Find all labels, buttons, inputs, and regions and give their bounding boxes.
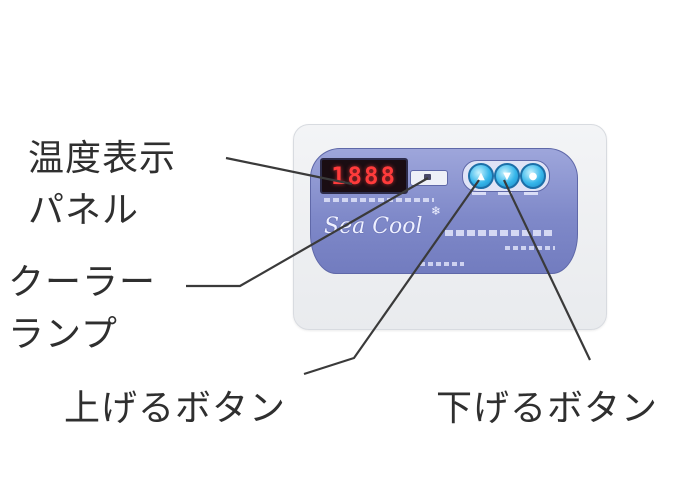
label-cooler-lamp-line2: ランプ bbox=[8, 314, 118, 355]
display-digits: 1888 bbox=[331, 162, 397, 190]
down-arrow-icon: ▼ bbox=[503, 170, 511, 182]
up-button[interactable]: ▲ bbox=[468, 163, 494, 189]
leader-down-button bbox=[503, 179, 591, 361]
snowflake-icon: ❄ bbox=[431, 204, 442, 218]
leader-cooler-lamp bbox=[186, 177, 429, 288]
model-number-print bbox=[505, 246, 555, 250]
cooler-lamp-indicator bbox=[424, 174, 431, 180]
leader-temp-panel bbox=[225, 156, 353, 186]
leader-up-button bbox=[303, 179, 480, 376]
label-temp-panel-line2: パネル bbox=[28, 190, 140, 231]
label-cooler-lamp-line1: クーラー bbox=[8, 262, 157, 303]
label-temp-panel-line1: 温度表示 bbox=[28, 138, 177, 179]
set-icon: ● bbox=[528, 170, 538, 182]
brand-logo: Sea Cool bbox=[324, 214, 423, 239]
label-down-button: 下げるボタン bbox=[436, 388, 659, 429]
panel-small-print bbox=[324, 198, 434, 202]
model-name-print bbox=[445, 230, 555, 236]
up-button-caption bbox=[472, 192, 486, 195]
up-arrow-icon: ▲ bbox=[477, 170, 485, 182]
temperature-display-panel: 1888 bbox=[320, 158, 408, 194]
set-button[interactable]: ● bbox=[520, 163, 546, 189]
down-button-caption bbox=[498, 192, 512, 195]
label-up-button: 上げるボタン bbox=[64, 388, 287, 429]
panel-bottom-print bbox=[420, 262, 464, 266]
set-button-caption bbox=[524, 192, 538, 195]
